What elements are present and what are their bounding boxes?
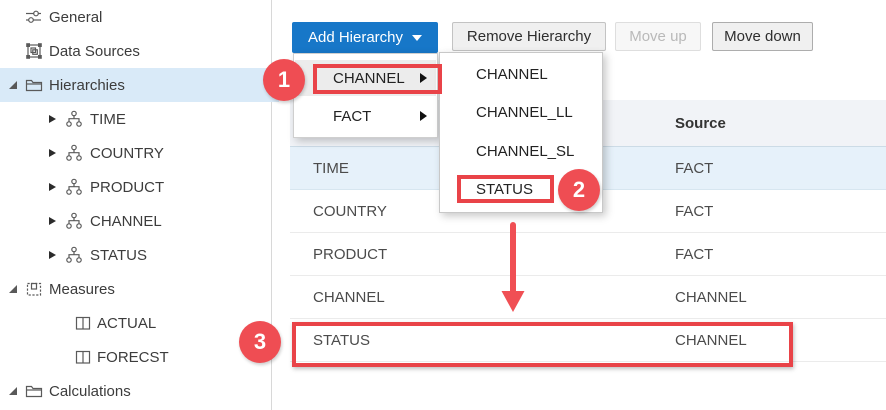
row-source: FACT [675,202,714,220]
row-source: FACT [675,159,714,177]
source-column-header: Source [675,114,726,132]
expand-icon[interactable] [47,114,58,125]
table-row-product[interactable]: PRODUCT FACT [290,233,886,276]
row-name: COUNTRY [313,202,387,220]
chevron-down-icon [412,34,423,41]
sidebar-item-label: General [49,8,103,26]
move-up-button[interactable]: Move up [615,22,701,51]
expand-icon[interactable] [8,80,19,91]
remove-hierarchy-label: Remove Hierarchy [466,28,592,45]
menu-item-label: CHANNEL [333,69,405,87]
sidebar-item-channel[interactable]: CHANNEL [0,204,318,238]
data-sources-icon [25,42,43,60]
sidebar-item-label: CHANNEL [90,212,162,230]
submenu-item-label: CHANNEL_SL [476,142,575,160]
row-source: CHANNEL [675,288,747,306]
menu-item-fact[interactable]: FACT [295,98,436,134]
sliders-icon [25,8,43,26]
submenu-arrow-icon [420,111,427,121]
sidebar-item-label: Hierarchies [49,76,125,94]
hierarchy-icon [65,144,83,162]
sidebar-item-status[interactable]: STATUS [0,238,318,272]
submenu-item-channel[interactable]: CHANNEL [441,55,601,93]
expand-icon[interactable] [47,148,58,159]
hierarchy-icon [65,178,83,196]
sidebar-item-label: Data Sources [49,42,140,60]
submenu-item-label: CHANNEL [476,65,548,83]
menu-item-label: FACT [333,107,372,125]
sidebar-item-label: PRODUCT [90,178,165,196]
submenu-item-label: CHANNEL_LL [476,103,573,121]
measures-icon [25,280,43,298]
folder-icon [25,76,43,94]
columns-icon [74,314,92,332]
columns-icon [74,348,92,366]
spacer [8,12,19,23]
sidebar-item-product[interactable]: PRODUCT [0,170,318,204]
sidebar-item-actual[interactable]: ACTUAL [0,306,345,340]
sidebar-item-measures[interactable]: Measures [0,272,279,306]
submenu-item-channel-sl[interactable]: CHANNEL_SL [441,132,601,170]
menu-item-channel[interactable]: CHANNEL [295,60,436,96]
spacer [8,46,19,57]
row-name: PRODUCT [313,245,388,263]
expand-icon[interactable] [8,386,19,397]
sidebar-item-label: COUNTRY [90,144,164,162]
sidebar-item-general[interactable]: General [0,0,279,34]
row-name: STATUS [313,331,370,349]
remove-hierarchy-button[interactable]: Remove Hierarchy [452,22,606,51]
hierarchy-icon [65,246,83,264]
sidebar-item-forecst[interactable]: FORECST [0,340,345,374]
sidebar-item-country[interactable]: COUNTRY [0,136,318,170]
step-number: 1 [277,67,291,92]
expand-icon[interactable] [47,182,58,193]
sidebar-item-label: Measures [49,280,115,298]
move-down-button[interactable]: Move down [712,22,813,51]
sidebar-item-label: ACTUAL [97,314,157,332]
sidebar: General Data Sources [0,0,279,410]
submenu-item-channel-ll[interactable]: CHANNEL_LL [441,93,601,131]
folder-icon [25,382,43,400]
channel-submenu: CHANNEL CHANNEL_LL CHANNEL_SL STATUS [439,52,603,213]
expand-icon[interactable] [47,216,58,227]
sidebar-item-label: STATUS [90,246,147,264]
sidebar-item-hierarchies[interactable]: Hierarchies [0,68,279,102]
row-name: CHANNEL [313,288,385,306]
table-row-status[interactable]: STATUS CHANNEL [290,319,886,362]
expand-icon[interactable] [8,284,19,295]
sidebar-item-time[interactable]: TIME [0,102,318,136]
sidebar-item-label: Calculations [49,382,131,400]
expand-icon[interactable] [47,250,58,261]
submenu-item-status[interactable]: STATUS [441,170,601,208]
sidebar-item-label: FORECST [97,348,169,366]
hierarchy-icon [65,110,83,128]
sidebar-item-data-sources[interactable]: Data Sources [0,34,279,68]
move-up-label: Move up [629,28,687,45]
sidebar-item-label: TIME [90,110,126,128]
move-down-label: Move down [724,28,801,45]
submenu-item-label: STATUS [476,180,533,198]
table-row-channel[interactable]: CHANNEL CHANNEL [290,276,886,319]
add-hierarchy-button[interactable]: Add Hierarchy [292,22,438,53]
add-hierarchy-label: Add Hierarchy [307,29,404,46]
row-name: TIME [313,159,349,177]
sidebar-item-calculations[interactable]: Calculations [0,374,279,408]
row-source: CHANNEL [675,331,747,349]
add-hierarchy-menu: CHANNEL FACT [293,53,438,138]
submenu-arrow-icon [420,73,427,83]
row-source: FACT [675,245,714,263]
hierarchy-icon [65,212,83,230]
